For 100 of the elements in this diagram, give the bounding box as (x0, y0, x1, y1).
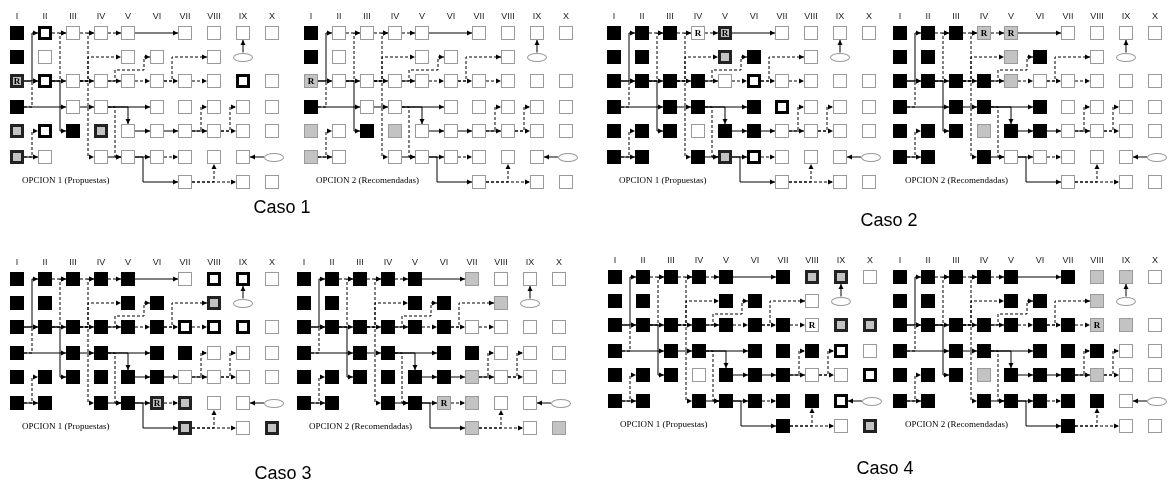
dashed-arrow (107, 54, 151, 82)
dashed-arrow (191, 324, 208, 330)
column-numeral: II (42, 257, 48, 267)
arrow (421, 374, 438, 380)
column-numeral: IV (694, 255, 704, 265)
arrow (310, 352, 354, 380)
column-numeral: X (269, 11, 275, 21)
case-title: Caso 2 (860, 209, 918, 231)
ellipse-node (520, 298, 540, 308)
arrow (837, 39, 843, 53)
dashed-arrow (731, 78, 748, 84)
dashed-arrow (1046, 398, 1062, 404)
ellipse-node (233, 52, 253, 62)
arrow (761, 372, 777, 378)
column-numeral: IX (532, 11, 542, 21)
column-numeral: IX (525, 257, 535, 267)
dashed-arrow (906, 372, 922, 402)
column-numeral: V (722, 11, 728, 21)
dashed-arrow (817, 104, 834, 132)
arrow (649, 324, 665, 354)
arrow (107, 400, 122, 406)
dashed-arrow (485, 104, 502, 132)
state-box: R (691, 26, 705, 40)
dashed-arrow (457, 154, 473, 160)
state-box: R (1090, 318, 1104, 332)
state-box: R (437, 396, 451, 410)
column-numeral: III (667, 255, 675, 265)
column-numeral: III (952, 11, 960, 21)
ellipse-node (1147, 152, 1167, 162)
column-numeral: V (419, 11, 425, 21)
column-numeral: I (309, 11, 313, 21)
column-numeral: VII (776, 11, 788, 21)
arrow (421, 276, 466, 282)
arrow (534, 39, 540, 53)
arrow (760, 128, 776, 134)
arrow (249, 154, 265, 160)
dashed-arrow (478, 324, 495, 330)
column-numeral: VII (1062, 255, 1074, 265)
case-title: Caso 1 (253, 196, 311, 218)
case-title: Caso 3 (254, 462, 312, 484)
dashed-arrow (1046, 54, 1091, 82)
dashed-arrow (163, 54, 208, 82)
column-numeral: I (898, 255, 902, 265)
dashed-arrow (789, 322, 806, 328)
column-numeral: VIII (501, 11, 515, 21)
arrow (934, 324, 950, 354)
column-numeral: I (302, 257, 306, 267)
arrow (107, 154, 122, 160)
column-numeral: IX (238, 11, 248, 21)
arrow (1017, 400, 1062, 429)
dashed-arrow (1074, 163, 1100, 183)
dashed-arrow (1103, 348, 1120, 376)
column-numeral: VII (777, 255, 789, 265)
arrow (962, 104, 978, 110)
arrow (457, 128, 473, 134)
dashed-arrow (1074, 78, 1091, 84)
ellipse-node (527, 52, 547, 62)
arrow (1046, 128, 1062, 134)
dashed-arrow (1074, 407, 1100, 427)
arrow (134, 156, 179, 185)
dashed-arrow (421, 324, 438, 330)
arrow (990, 398, 1005, 404)
column-numeral: V (1008, 255, 1014, 265)
ellipse-node (862, 396, 882, 406)
column-numeral: IX (835, 11, 845, 21)
column-numeral: III (952, 255, 960, 265)
arrow (536, 400, 552, 406)
column-numeral: III (363, 11, 371, 21)
dashed-arrow (163, 154, 179, 160)
column-numeral: X (1152, 11, 1158, 21)
arrow (134, 402, 179, 431)
arrow (134, 30, 179, 36)
column-numeral: II (639, 11, 645, 21)
column-numeral: IX (836, 255, 846, 265)
column-numeral: II (336, 11, 342, 21)
arrow (648, 80, 664, 110)
arrow (345, 80, 361, 110)
dashed-arrow (428, 78, 445, 84)
arrow (677, 348, 693, 354)
column-numeral: VI (446, 11, 456, 21)
dashed-arrow (621, 372, 637, 402)
state-box: R (977, 26, 991, 40)
panel-caption: OPCION 1 (Propuestas) (22, 421, 110, 431)
arrow (428, 156, 473, 185)
column-numeral: V (125, 257, 131, 267)
case-title: Caso 4 (856, 457, 914, 479)
arrow (338, 326, 354, 356)
arrow (846, 154, 862, 160)
dashed-arrow (1074, 104, 1091, 132)
dashed-arrow (1017, 78, 1034, 84)
arrow (1017, 30, 1062, 36)
dashed-arrow (457, 54, 502, 82)
column-numeral: IX (1121, 11, 1131, 21)
column-numeral: X (563, 11, 569, 21)
arrow (676, 104, 692, 110)
dashed-arrow (507, 350, 524, 378)
column-numeral: VI (750, 255, 760, 265)
column-numeral: VIII (1090, 11, 1104, 21)
ellipse-node (830, 52, 850, 62)
arrow (1123, 283, 1129, 297)
